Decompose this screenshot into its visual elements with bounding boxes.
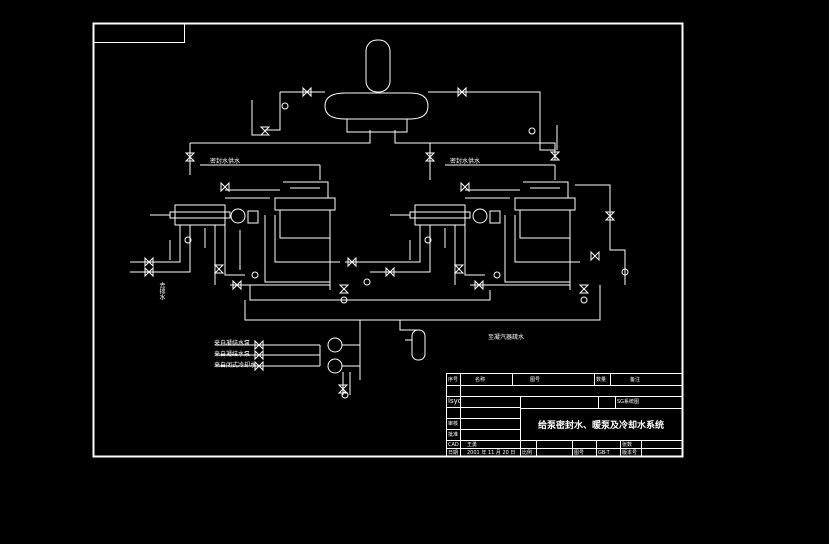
right-feed-pump [519,209,571,239]
tb-cad: CAD [448,442,459,448]
tb-header-no: 序号 [448,377,459,383]
cooler-lower [327,358,343,374]
tb-version: 版本号 [622,450,638,456]
left-motor-coupling [230,208,246,224]
label-seal-water-right: 密封水供水 [450,158,481,165]
cooler-upper [327,337,343,353]
deaerator-horizontal-tank [324,92,429,120]
deaerator-base [346,118,408,133]
right-booster-pump [414,204,466,226]
left-booster-pump [174,204,226,226]
label-condenser-drain: 至凝汽器疏水 [488,334,525,341]
tb-sheet-value: GB-T [598,450,610,456]
tb-header-qty: 数量 [596,377,607,383]
drain-tank [411,329,426,361]
tb-scale: 比例 [522,450,533,456]
label-cooling-in-1: 来自凝结水泵 [214,340,251,347]
drawing-border [92,22,684,458]
tb-header-drawing-no: 图号 [530,377,541,383]
label-drain-vertical: 去排水 [158,282,165,300]
deaerator-vertical-tank [365,39,391,93]
label-seal-water-left: 密封水供水 [210,158,241,165]
tb-page: 张数 [622,442,633,448]
valve-symbols [144,86,616,394]
tb-check: 审核 [448,421,459,427]
tb-design-name: 王勇 [467,442,478,448]
tb-header-remark: 备注 [630,377,641,383]
right-motor-coupling [472,208,488,224]
corner-stamp [93,23,185,43]
tb-date-label: 日期 [448,450,459,456]
title-block [446,373,683,457]
tb-drawing-type: SG系统图 [617,399,640,405]
label-cooling-in-3: 来自闭式冷却水 [214,362,257,369]
tb-designer: lsyc [448,397,462,405]
instrument-symbols [184,102,629,399]
drawing-title: 给泵密封水、暖泵及冷却水系统 [538,421,665,431]
tb-sheet-label: 图号 [574,450,585,456]
tb-date-value: 2001 年 11 月 20 日 [467,450,516,456]
label-cooling-in-2: 来自凝结水泵 [214,351,251,358]
tb-approve: 批准 [448,432,459,438]
tb-header-name: 名称 [475,377,486,383]
left-feed-pump [279,209,331,239]
